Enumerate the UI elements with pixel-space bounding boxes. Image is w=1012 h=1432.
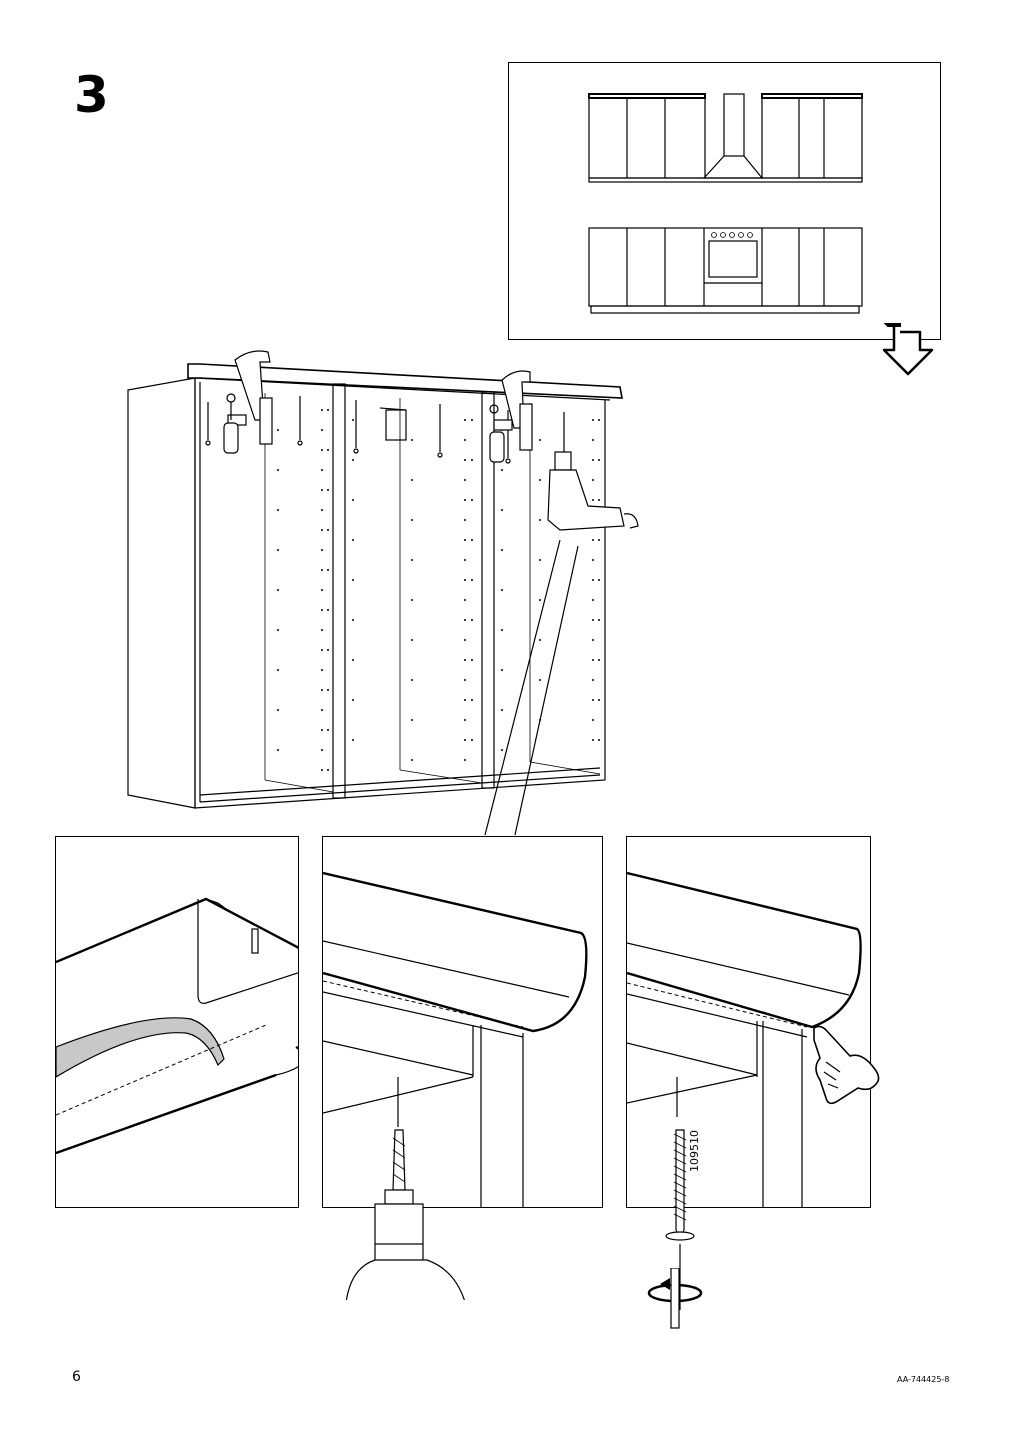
detail-panel-remove-strip — [55, 836, 299, 1208]
screw-icon — [205, 396, 511, 464]
screw-icon — [665, 1129, 695, 1310]
hand-press-icon — [813, 1025, 880, 1105]
down-arrow-icon — [882, 323, 934, 376]
screwdriver-rotate-icon — [647, 1268, 703, 1329]
kitchen-layout-icon — [588, 93, 863, 314]
clamp-icon — [223, 350, 533, 463]
drill-detail — [323, 871, 588, 1207]
drill-icon — [547, 412, 639, 531]
wall-cabinet-assembly — [127, 350, 639, 836]
drill-bit-icon — [345, 1129, 465, 1300]
step-number: 3 — [74, 66, 109, 124]
shelf-pin-holes — [277, 409, 600, 771]
document-code: AA-744425-8 — [897, 1375, 950, 1384]
screw-detail — [627, 871, 862, 1207]
detail-panel-screw — [626, 836, 871, 1208]
detail-panel-drill — [322, 836, 603, 1208]
screw-part-code: 109510 — [688, 1130, 701, 1172]
screw-code-container: 109510 — [688, 1130, 701, 1172]
page-number: 6 — [72, 1369, 81, 1385]
kitchen-overview-panel — [508, 62, 941, 340]
profile-detail — [56, 897, 298, 1155]
